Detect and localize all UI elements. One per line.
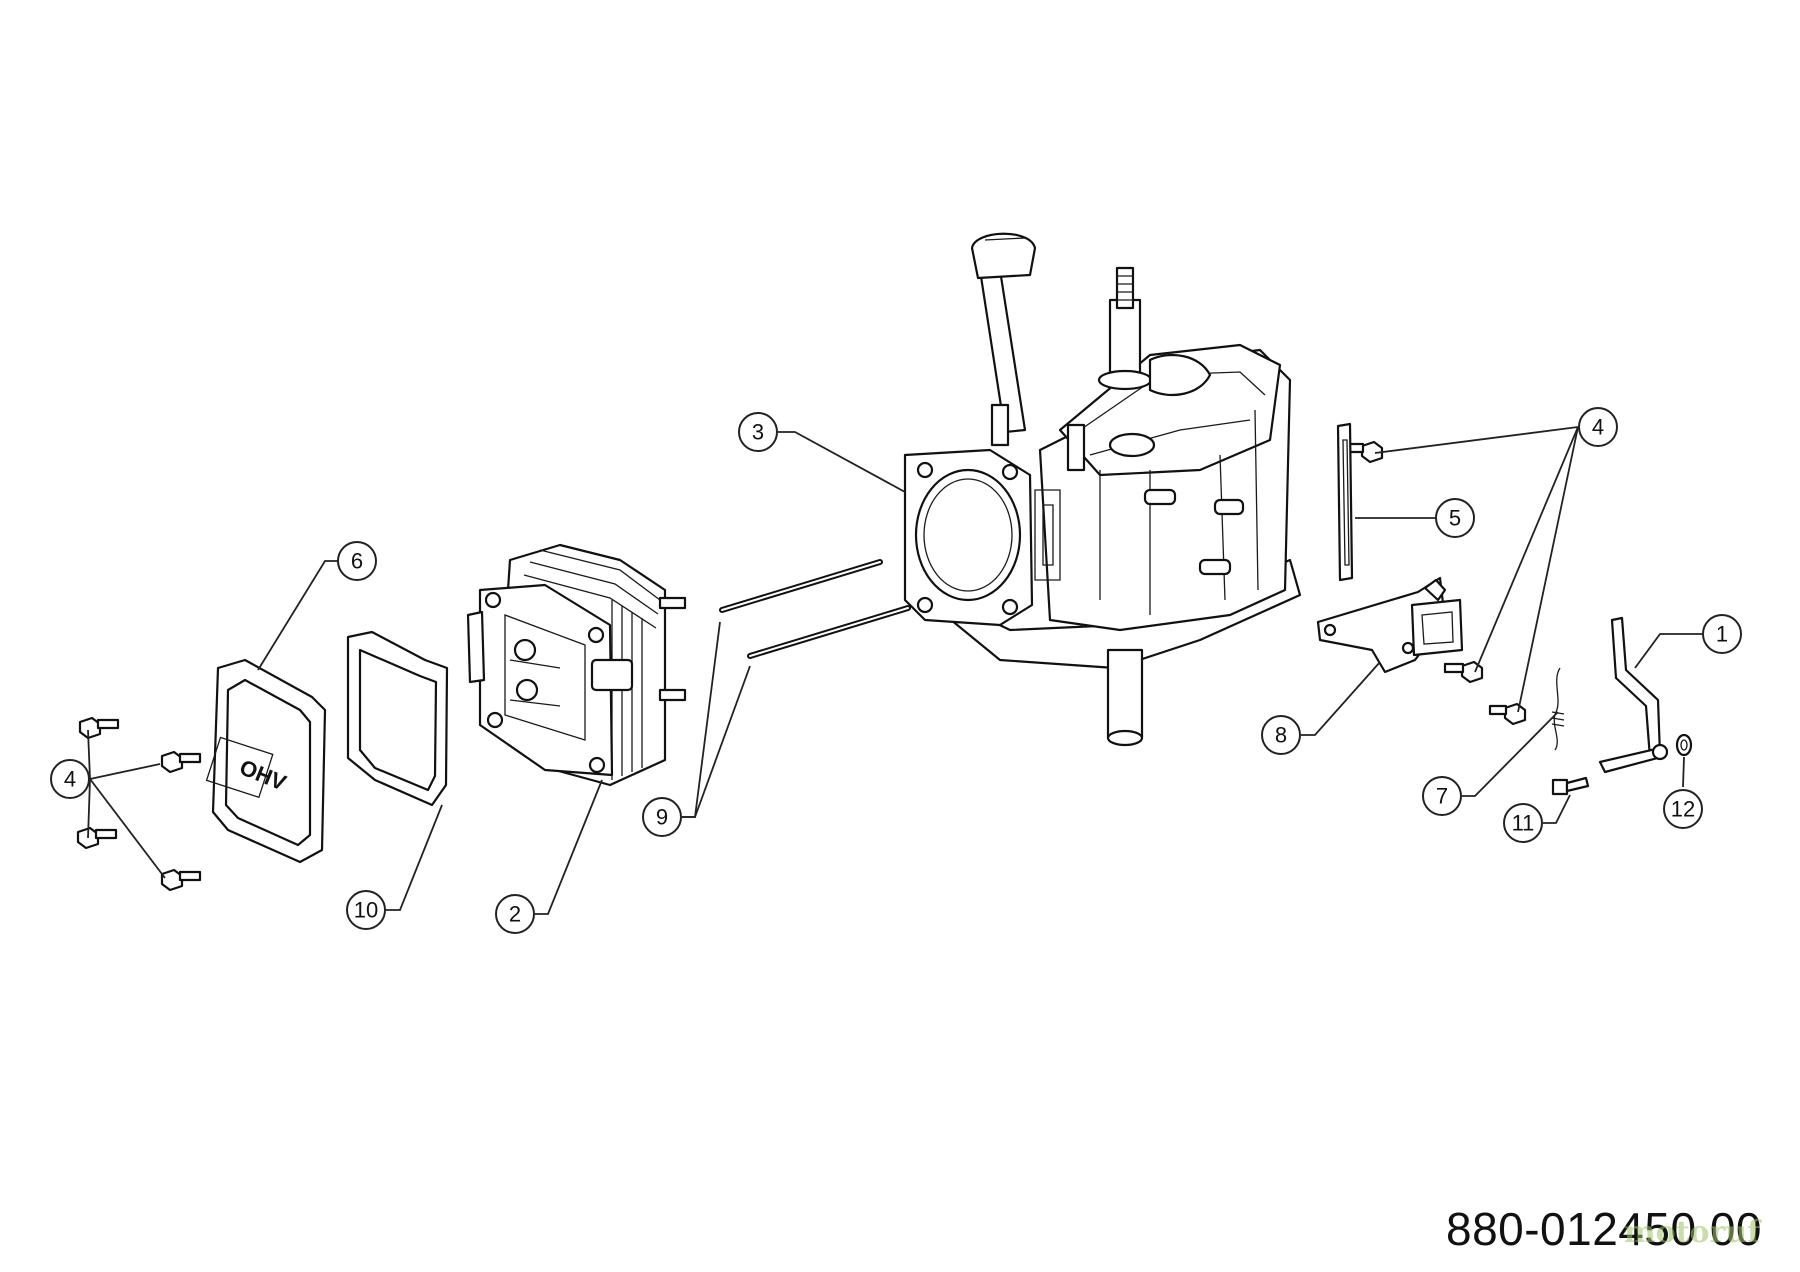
valve-cover — [205, 658, 327, 864]
callout-3: 3 — [738, 412, 778, 452]
callout-2: 2 — [495, 894, 535, 934]
engine-block — [903, 232, 1302, 747]
watermark-logo: motoruf — [1623, 1215, 1760, 1250]
callout-label: 12 — [1671, 797, 1695, 822]
drawing-number: 880-012450 00 — [1445, 1203, 1762, 1255]
callout-10: 10 — [346, 890, 386, 930]
bolts — [76, 440, 1527, 892]
callout-label: 2 — [509, 902, 521, 927]
callout-5: 5 — [1435, 498, 1475, 538]
callout-4-left: 4 — [50, 759, 90, 799]
callout-label: 5 — [1449, 506, 1461, 531]
callout-label: 3 — [752, 420, 764, 445]
callout-label: 4 — [64, 767, 76, 792]
cylinder-head — [466, 543, 687, 787]
callout-7: 7 — [1422, 776, 1462, 816]
callout-label: 11 — [1512, 811, 1535, 836]
governor-strip — [1336, 422, 1354, 582]
pin — [1551, 776, 1590, 796]
governor-bracket — [1316, 576, 1464, 674]
leader-lines — [87, 426, 1702, 915]
callout-label: 6 — [351, 549, 363, 574]
callout-label: 8 — [1275, 723, 1287, 748]
governor-lever — [1598, 616, 1669, 774]
callout-label: 10 — [354, 898, 378, 923]
washer — [1675, 733, 1693, 757]
head-gasket — [346, 630, 449, 807]
callout-label: 9 — [656, 805, 668, 830]
callout-label: 4 — [1592, 415, 1604, 440]
callout-4-right: 4 — [1578, 407, 1618, 447]
callout-label: 7 — [1436, 784, 1448, 809]
callout-11: 11 — [1503, 803, 1543, 843]
callout-label: 1 — [1716, 622, 1728, 647]
callout-12: 12 — [1663, 789, 1703, 829]
callout-1: 1 — [1702, 614, 1742, 654]
callout-8: 8 — [1261, 715, 1301, 755]
callout-6: 6 — [337, 541, 377, 581]
callout-9: 9 — [642, 797, 682, 837]
push-rods — [719, 559, 911, 659]
